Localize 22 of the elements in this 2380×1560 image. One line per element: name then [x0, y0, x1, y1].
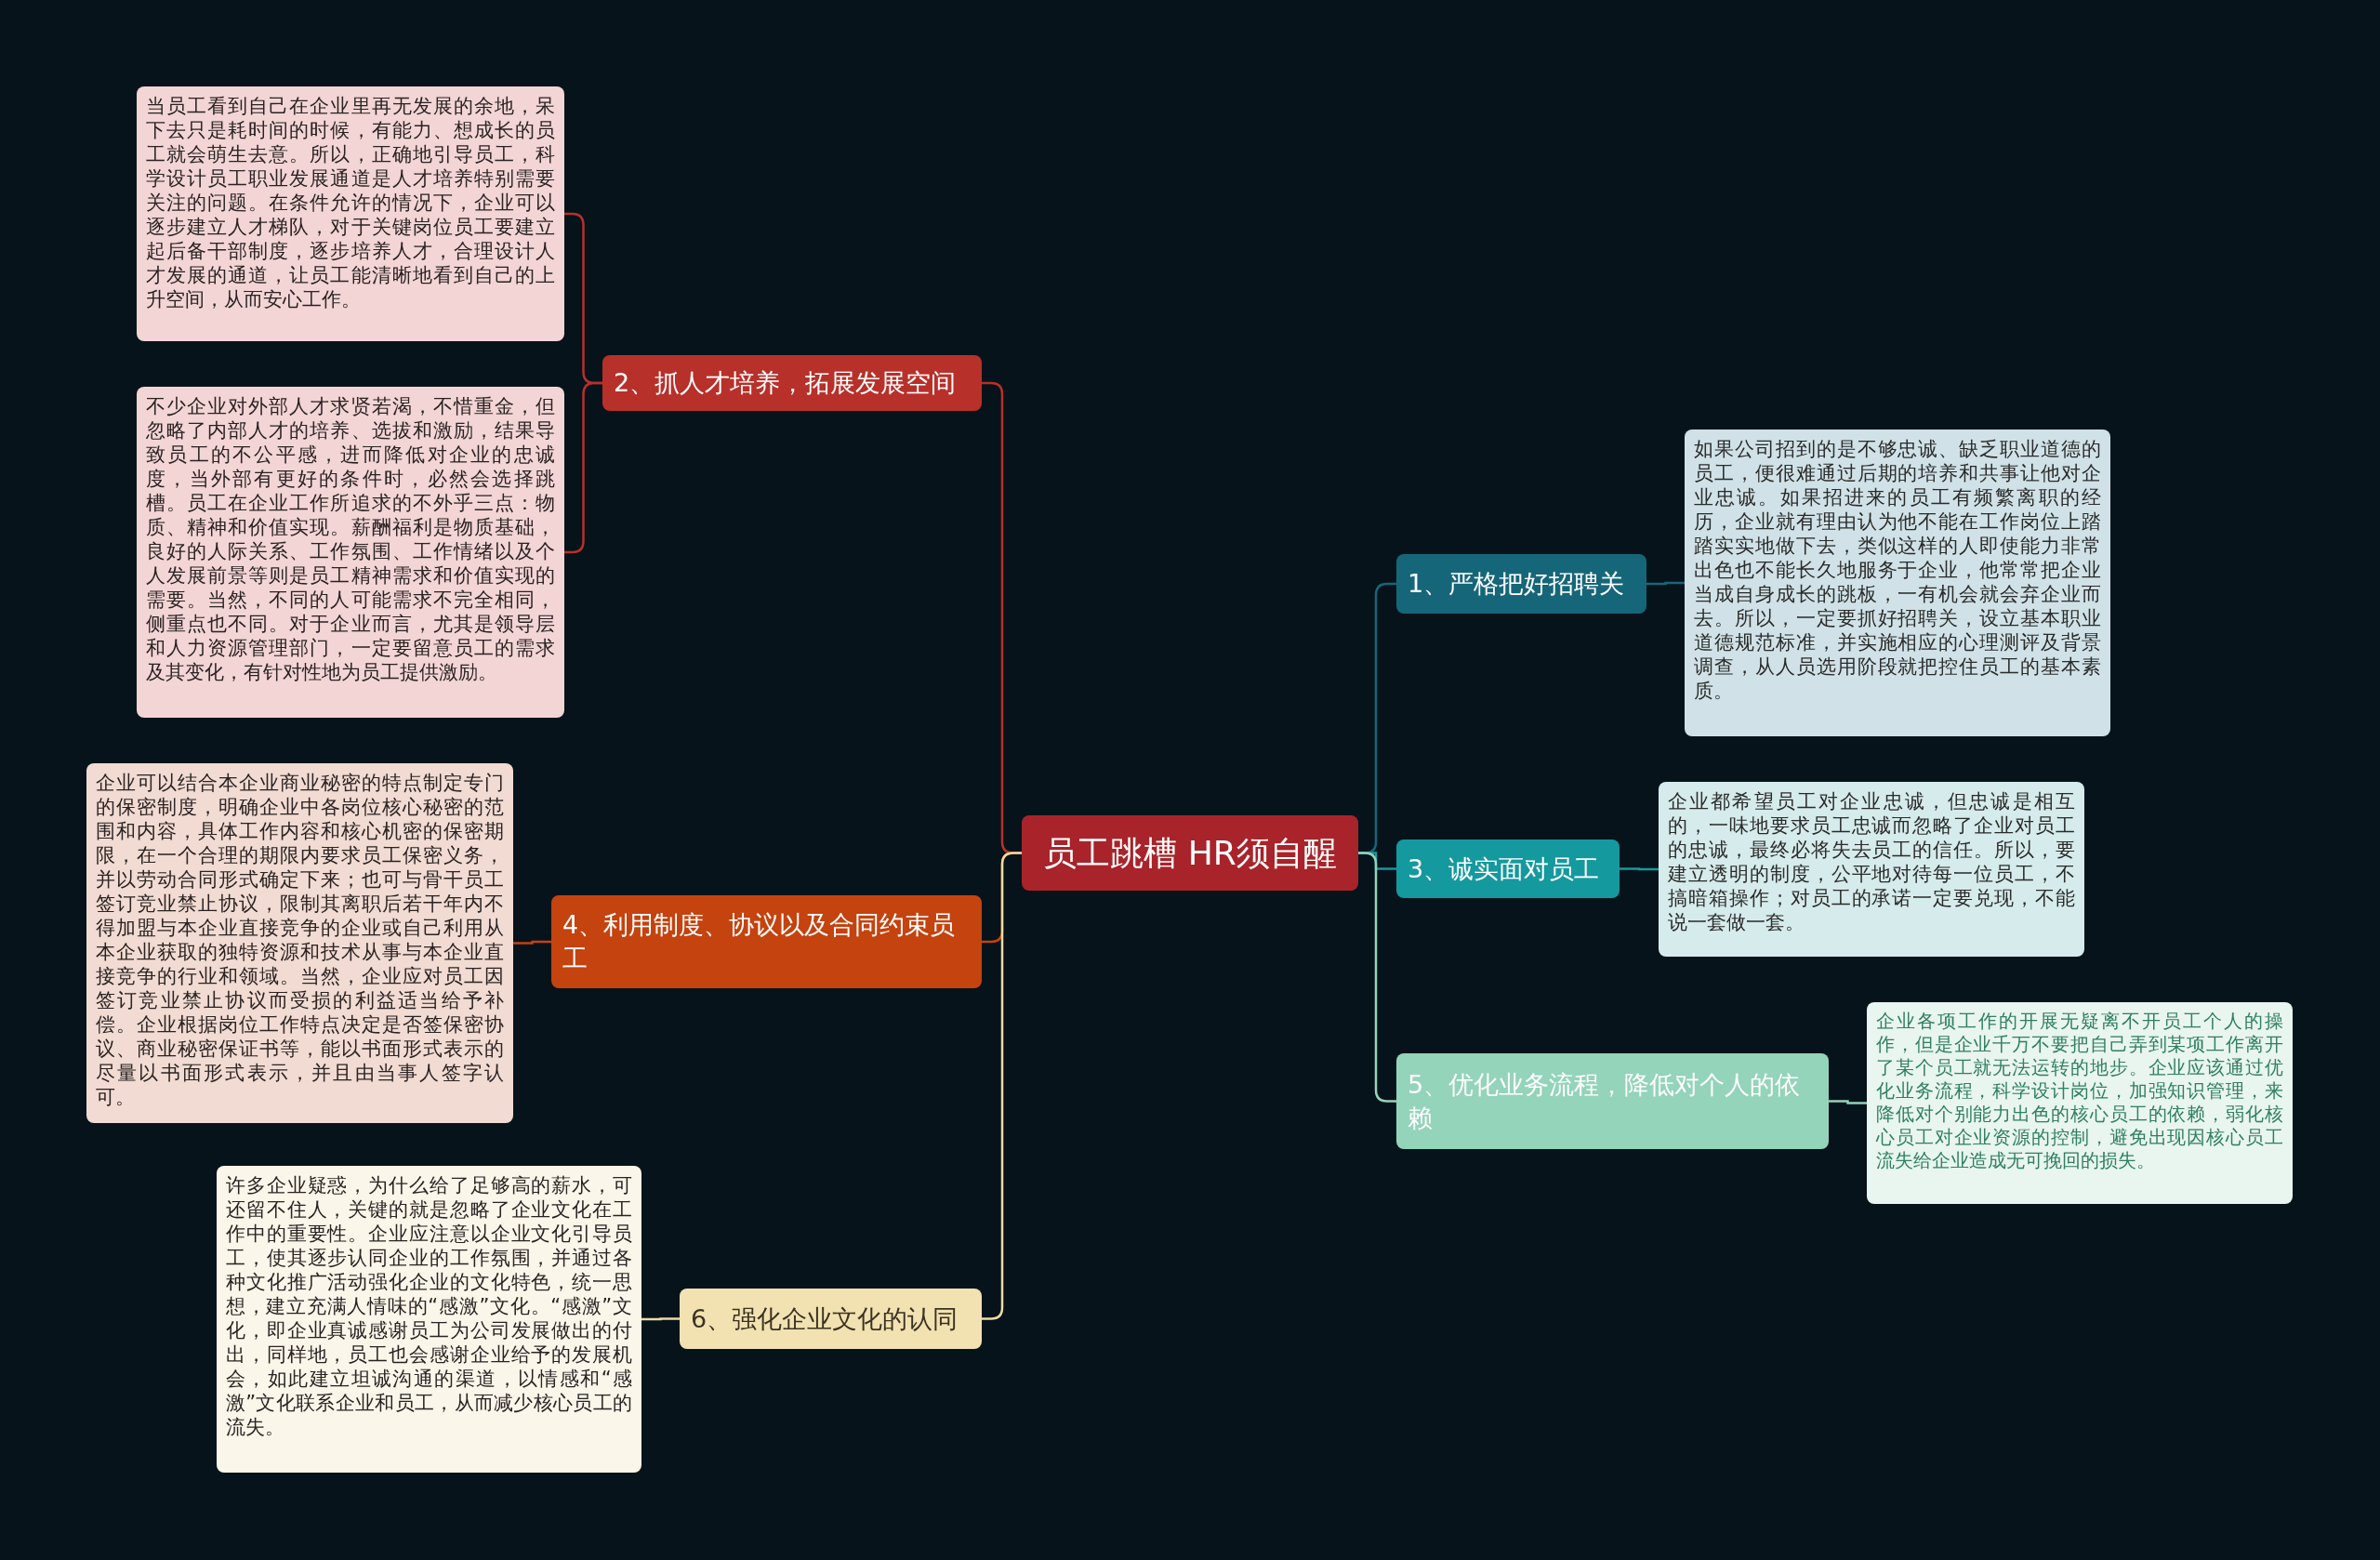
topic-box: 1、严格把好招聘关: [1396, 554, 1646, 614]
connector-line: [564, 381, 602, 554]
connector-line: [982, 852, 1022, 1320]
connector-line: [1620, 867, 1659, 871]
note-box: 不少企业对外部人才求贤若渴，不惜重金，但忽略了内部人才的培养、选拔和激励，结果导致员工的不公平感，进而降低对企业的忠诚度，当外部有更好的条件时，必然会选择跳槽。员工在企业工作所追求的不外乎三点：物质、精神和价值实现。薪酬福利是物质基础，良好的人际关系、工作氛围、工作情绪以及个人发展前景等则是员工精神需求和价值实现的需要。当然，不同的人可能需求不完全相同，侧重点也不同。对于企业而言，尤其是领导层和人力资源管理部门，一定要留意员工的需求及其变化，有针对性地为员工提供激励。: [137, 387, 564, 718]
topic-box: 2、抓人才培养，拓展发展空间: [602, 355, 982, 411]
topic-box: 6、强化企业文化的认同: [680, 1289, 982, 1349]
note-box: 企业可以结合本企业商业秘密的特点制定专门的保密制度，明确企业中各岗位核心秘密的范围和内容，具体工作内容和核心机密的保密期限，在一个合理的期限内要求员工保密义务，并以劳动合同形式确定下来；也可与骨干员工签订竞业禁止协议，限制其离职后若干年内不得加盟与本企业直接竞争的企业或自己利用从本企业获取的独特资源和技术从事与本企业直接竞争的行业和领域。当然，企业应对员工因签订竞业禁止协议而受损的利益适当给予补偿。企业根据岗位工作特点决定是否签保密协议、商业秘密保证书等，能以书面形式表示的尽量以书面形式表示，并且由当事人签字认可。: [86, 763, 513, 1123]
note-box: 许多企业疑惑，为什么给了足够高的薪水，可还留不住人，关键的就是忽略了企业文化在工作中的重要性。企业应注意以企业文化引导员工，使其逐步认同企业的工作氛围，并通过各种文化推广活动强化企业的文化特色，统一思想，建立充满人情味的“感激”文化。“感激”文化，即企业真诚感谢员工为公司发展做出的付出，同样地，员工也会感谢企业给予的发展机会，如此建立坦诚沟通的渠道，以情感和“感激”文化联系企业和员工，从而减少核心员工的流失。: [217, 1166, 641, 1473]
connector-line: [1646, 581, 1685, 586]
note-box: 企业都希望员工对企业忠诚，但忠诚是相互的，一味地要求员工忠诚而忽略了企业对员工的忠诚，最终必将失去员工的信任。所以，要建立透明的制度，公平地对待每一位员工，不搞暗箱操作；对员工的承诺一定要兑现，不能说一套做一套。: [1659, 782, 2084, 957]
central-topic-box: 员工跳槽 HR须自醒: [1022, 815, 1358, 891]
note-box: 当员工看到自己在企业里再无发展的余地，呆下去只是耗时间的时候，有能力、想成长的员工就会萌生去意。所以，正确地引导员工，科学设计员工职业发展通道是人才培养特别需要关注的问题。在条件允许的情况下，企业可以逐步建立人才梯队，对于关键岗位员工要建立起后备干部制度，逐步培养人才，合理设计人才发展的通道，让员工能清晰地看到自己的上升空间，从而安心工作。: [137, 86, 564, 341]
connector-line: [1358, 852, 1396, 1103]
note-box: 企业各项工作的开展无疑离不开员工个人的操作，但是企业千万不要把自己弄到某项工作离开了某个员工就无法运转的地步。企业应该通过优化业务流程，科学设计岗位，加强知识管理，来降低对个别能力出色的核心员工的依赖，弱化核心员工对企业资源的控制，避免出现因核心员工流失给企业造成无可挽回的损失。: [1867, 1002, 2293, 1204]
connector-line: [641, 1317, 680, 1321]
topic-box: 5、优化业务流程，降低对个人的依赖: [1396, 1053, 1829, 1149]
connector-line: [513, 940, 551, 945]
topic-box: 4、利用制度、协议以及合同约束员工: [551, 895, 982, 988]
note-box: 如果公司招到的是不够忠诚、缺乏职业道德的员工，便很难通过后期的培养和共事让他对企业忠诚。如果招进来的员工有频繁离职的经历，企业就有理由认为他不能在工作岗位上踏踏实实地做下去，类似这样的人即使能力非常出色也不能长久地服务于企业，他常常把企业当成自身成长的跳板，一有机会就会弃企业而去。所以，一定要抓好招聘关，设立基本职业道德规范标准，并实施相应的心理测评及背景调查，从人员选用阶段就把控住员工的基本素质。: [1685, 430, 2110, 736]
connector-line: [1829, 1100, 1867, 1104]
topic-box: 3、诚实面对员工: [1396, 839, 1620, 898]
